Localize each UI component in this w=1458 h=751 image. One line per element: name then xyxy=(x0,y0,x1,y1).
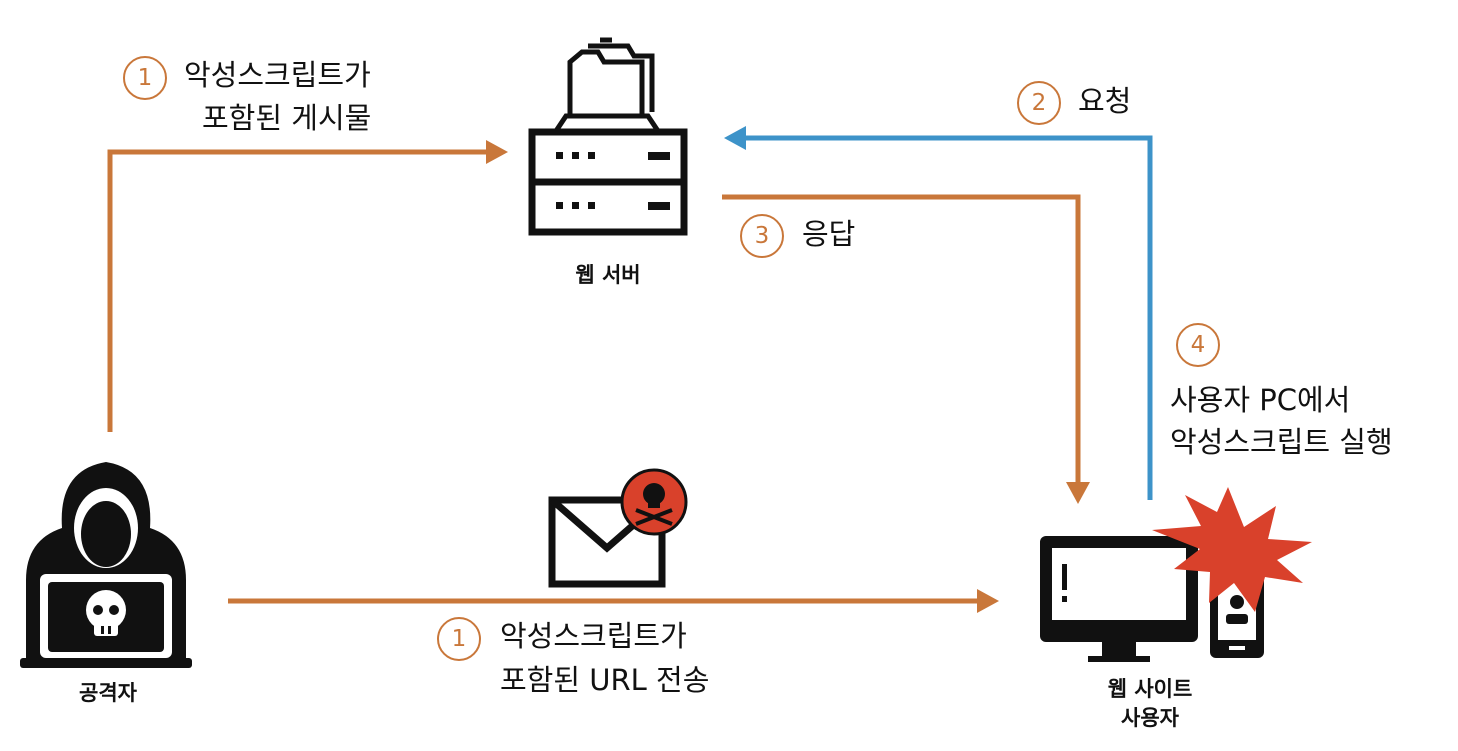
step-number-post: 1 xyxy=(123,56,167,100)
step-number-response: 3 xyxy=(740,214,784,258)
step-url-line1: 악성스크립트가 xyxy=(500,619,687,653)
hacker-icon xyxy=(20,462,192,668)
monitor-icon xyxy=(1040,536,1198,662)
user-label-line1: 웹 사이트 xyxy=(1107,677,1193,701)
attacker-label: 공격자 xyxy=(79,681,137,705)
step-number-url: 1 xyxy=(437,617,481,661)
server-label: 웹 서버 xyxy=(575,263,641,287)
server-icon xyxy=(528,37,688,236)
step-execute-line2: 악성스크립트 실행 xyxy=(1170,425,1393,459)
step-number-request: 2 xyxy=(1017,81,1061,125)
arrow-request xyxy=(724,126,1153,500)
step-execute-line1: 사용자 PC에서 xyxy=(1170,383,1351,417)
step-post-line2: 포함된 게시물 xyxy=(202,101,372,135)
arrow-response xyxy=(722,194,1090,504)
user-label-line2: 사용자 xyxy=(1121,706,1179,730)
step-number-execute: 4 xyxy=(1176,323,1220,367)
arrow-attacker-to-server xyxy=(107,140,508,432)
step-response-label: 응답 xyxy=(802,217,856,251)
step-request-label: 요청 xyxy=(1078,84,1132,118)
step-post-line1: 악성스크립트가 xyxy=(184,58,371,92)
burst-icon xyxy=(1152,487,1312,612)
arrow-url xyxy=(228,589,999,613)
malicious-email-icon xyxy=(548,468,688,588)
step-url-line2: 포함된 URL 전송 xyxy=(500,663,710,697)
